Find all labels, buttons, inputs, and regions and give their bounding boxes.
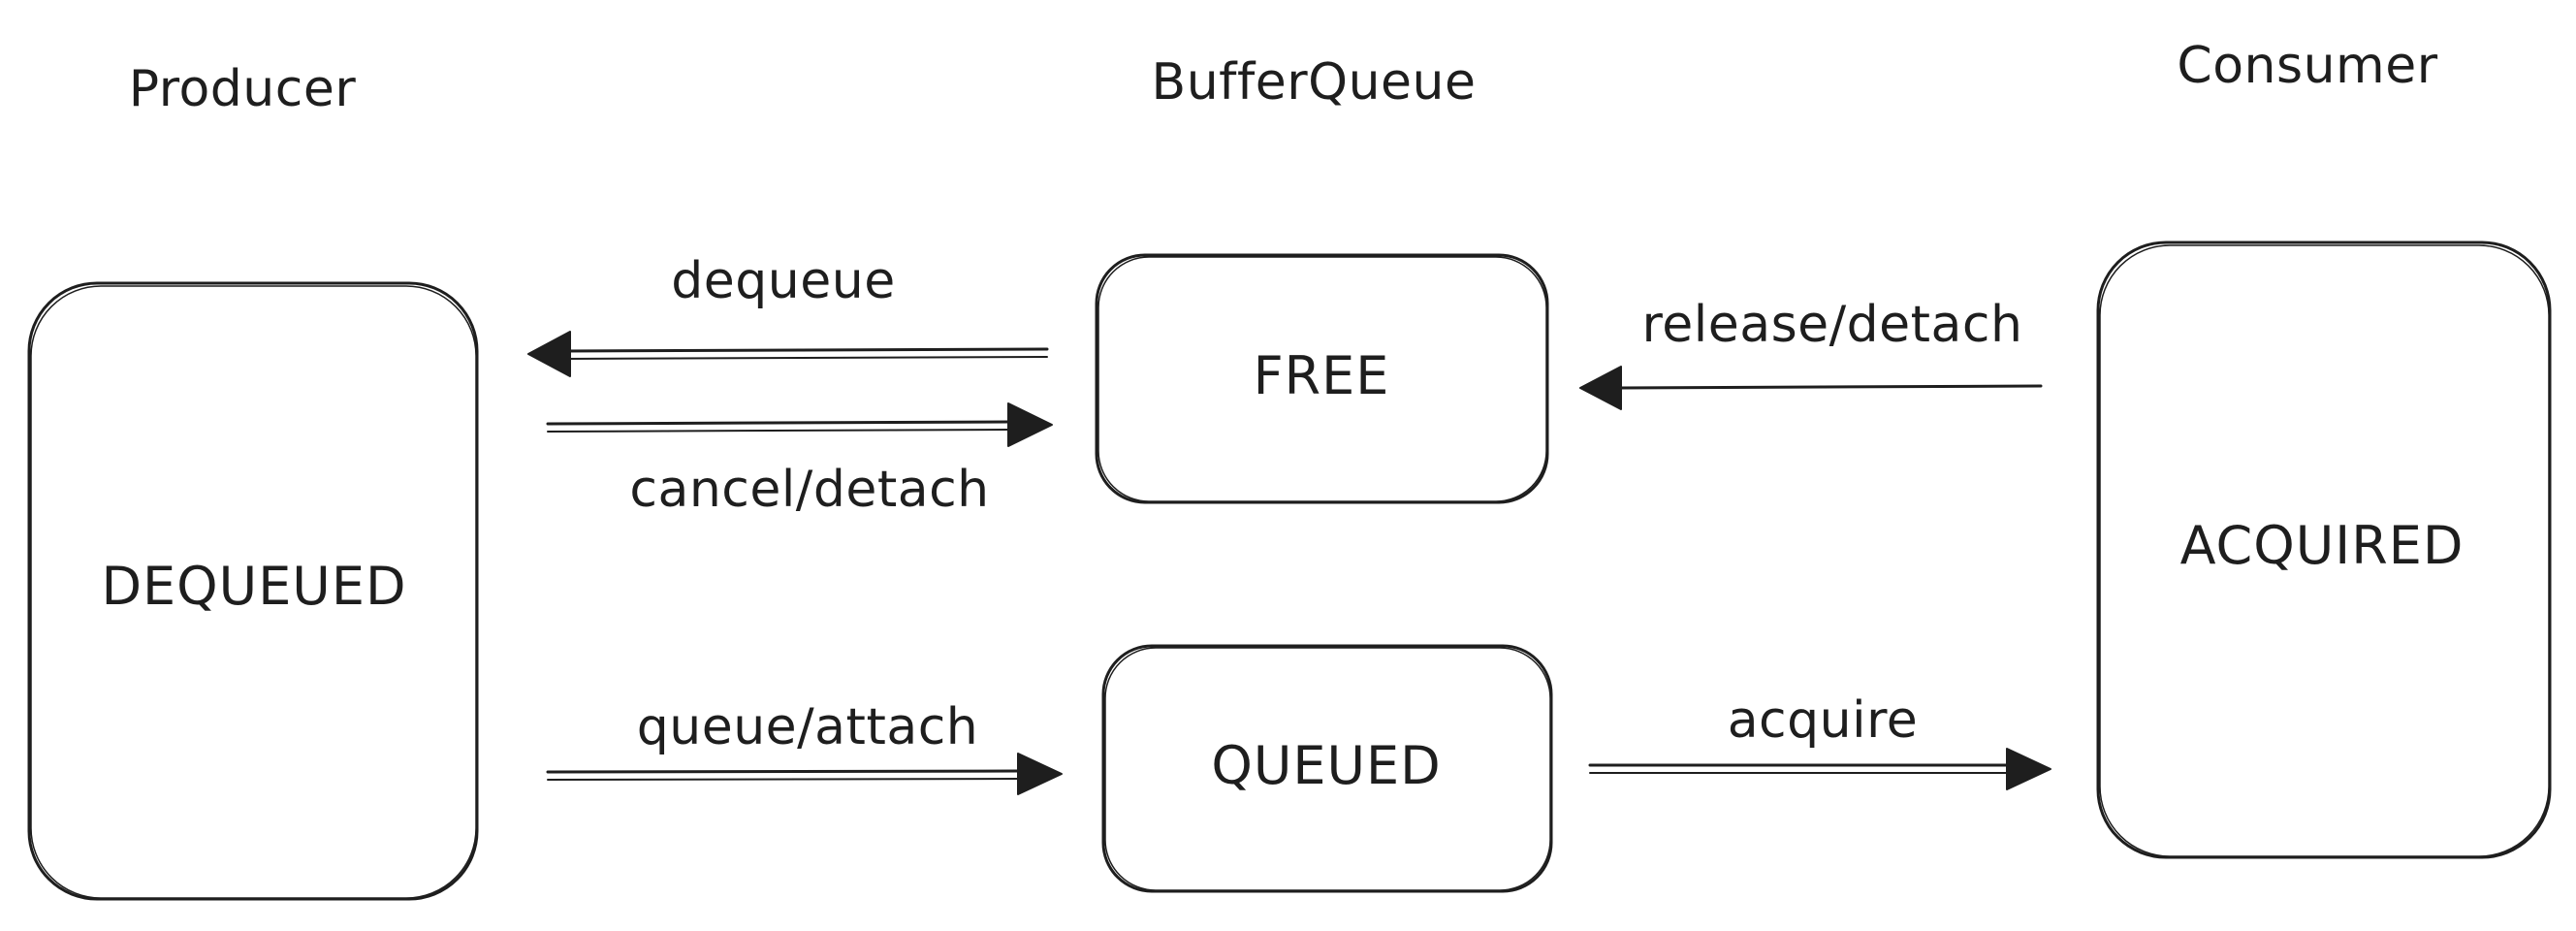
dequeued-box-sketch [30, 285, 477, 899]
dequeue-arrowhead [527, 331, 571, 377]
cancel-arrow-line [546, 420, 1010, 426]
dequeued-box [27, 281, 479, 901]
queue-arrow-line-2 [547, 778, 1019, 781]
cancel-arrowhead [1007, 402, 1053, 447]
state-free-label: FREE [1253, 345, 1390, 406]
cancel-arrow-line-2 [547, 429, 1009, 433]
queue-arrowhead [1017, 753, 1063, 795]
transition-cancel-detach-label: cancel/detach [629, 461, 990, 519]
producer-title: Producer [128, 60, 357, 118]
consumer-title: Consumer [2177, 37, 2438, 95]
bufferqueue-title: BufferQueue [1151, 53, 1477, 112]
acquire-arrowhead [2006, 748, 2051, 790]
free-box [1095, 253, 1549, 504]
queue-arrow-line [546, 769, 1020, 774]
transition-queue-attach-label: queue/attach [636, 698, 979, 756]
state-acquired-label: ACQUIRED [2179, 515, 2465, 576]
transition-dequeue-label: dequeue [671, 252, 896, 310]
release-arrow-line [1617, 384, 2043, 390]
dequeue-arrow-line [560, 347, 1049, 353]
transition-release-detach-label: release/detach [1641, 296, 2023, 354]
state-queued-label: QUEUED [1211, 735, 1442, 796]
dequeue-arrow-line-2 [561, 356, 1048, 360]
release-arrowhead [1579, 366, 1622, 410]
state-dequeued-label: DEQUEUED [101, 556, 407, 617]
free-box-sketch [1097, 256, 1547, 502]
queued-box-sketch [1104, 647, 1551, 891]
transition-acquire-label: acquire [1727, 691, 1919, 750]
queued-box [1101, 644, 1553, 893]
acquired-box-sketch [2099, 244, 2550, 857]
acquired-box [2096, 241, 2552, 859]
